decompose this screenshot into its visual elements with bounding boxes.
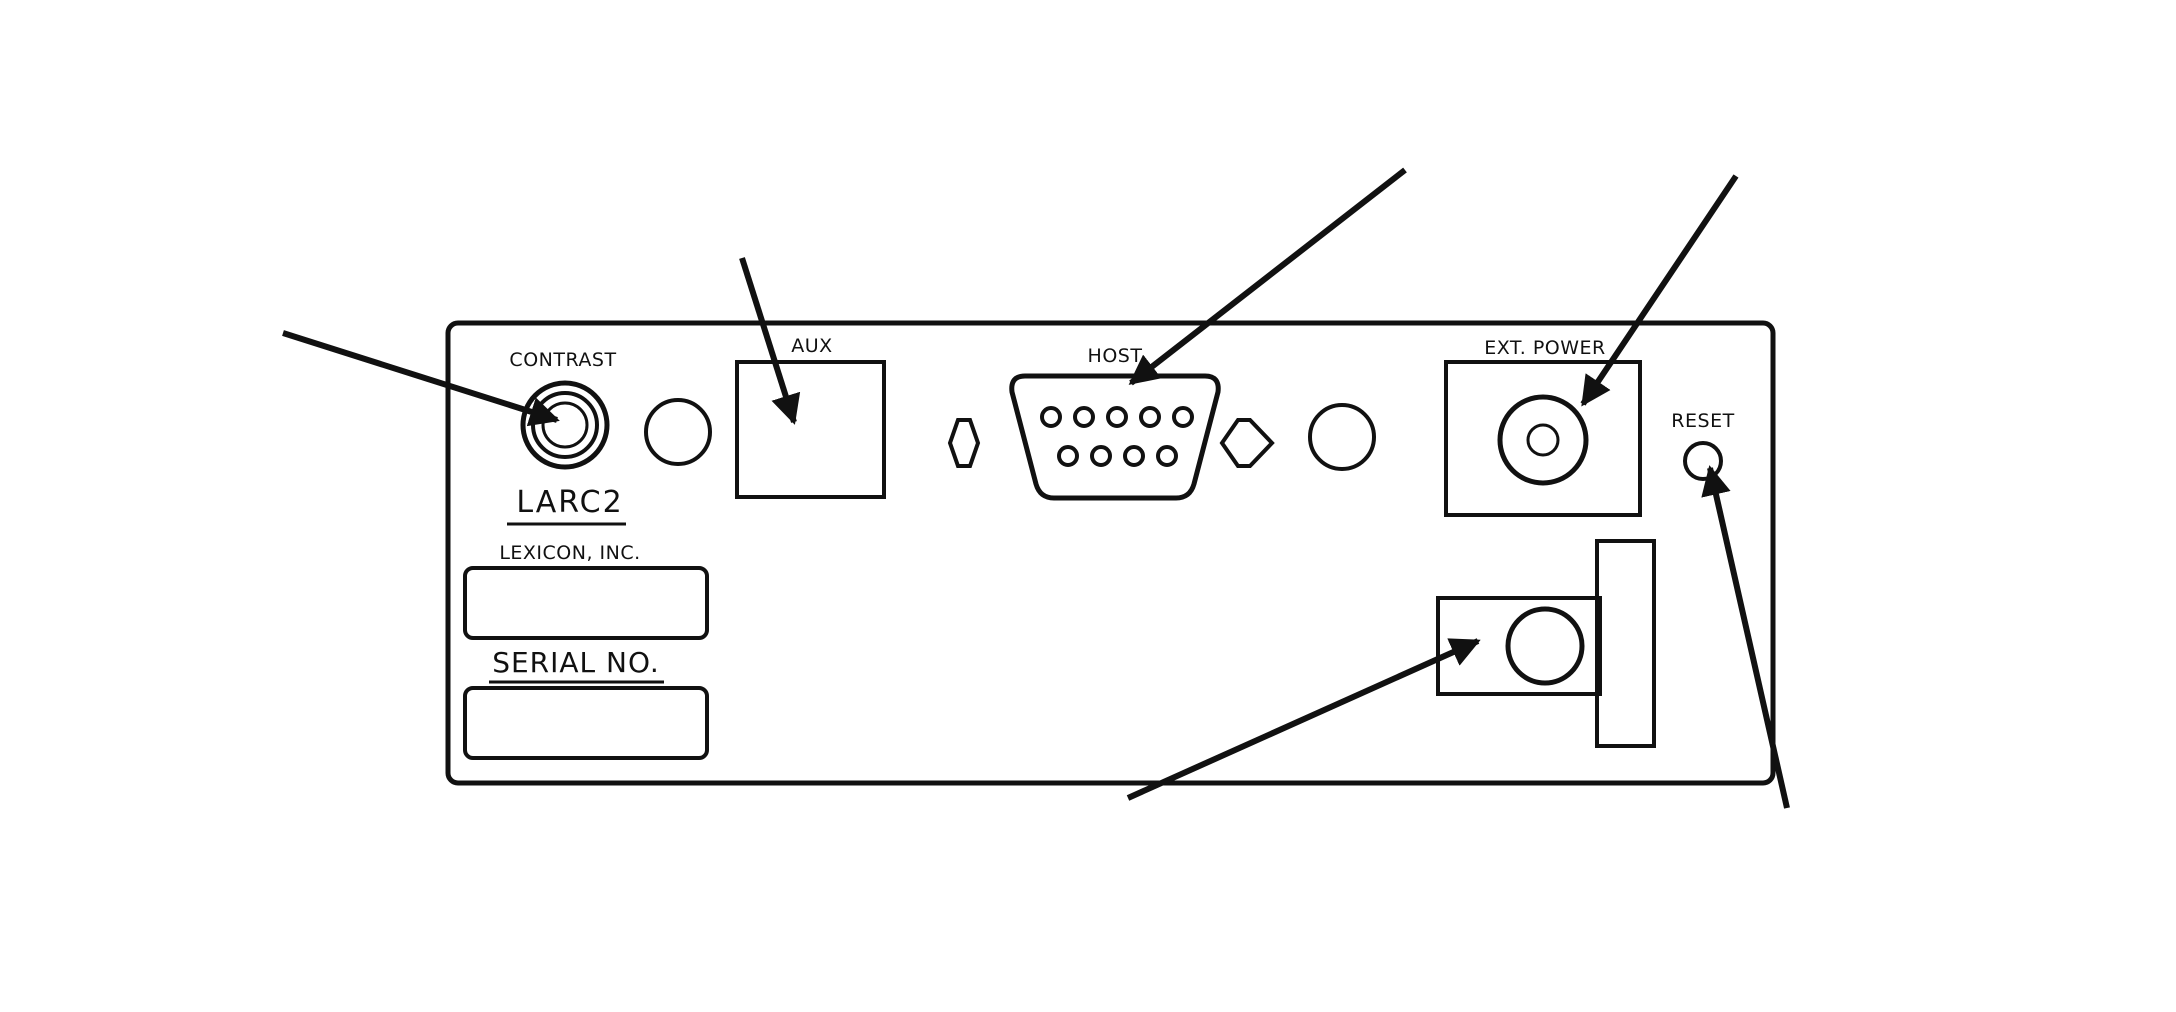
contrast-knob bbox=[520, 380, 610, 470]
callout-arrow-side-jack bbox=[1126, 638, 1481, 801]
maker-plate bbox=[463, 566, 709, 640]
device-panel bbox=[445, 320, 1776, 786]
aux-label: AUX bbox=[791, 335, 832, 357]
serial-plate bbox=[463, 686, 709, 760]
mounting-hole-left bbox=[644, 398, 712, 466]
maker-label: LEXICON, INC. bbox=[499, 542, 640, 564]
mounting-hole-right bbox=[1308, 403, 1376, 471]
aux-port bbox=[735, 360, 886, 499]
ext-power-label: EXT. POWER bbox=[1484, 337, 1606, 359]
ext-power-jack bbox=[1444, 360, 1642, 517]
contrast-label: CONTRAST bbox=[509, 349, 616, 371]
callout-arrow-contrast bbox=[282, 330, 560, 427]
host-db9-connector bbox=[947, 373, 1275, 501]
callout-arrow-aux bbox=[739, 257, 801, 425]
serial-label: SERIAL NO. bbox=[492, 646, 660, 679]
model-label: LARC2 bbox=[516, 485, 623, 520]
host-label: HOST bbox=[1088, 345, 1143, 367]
callout-arrow-host bbox=[1128, 167, 1407, 386]
reset-label: RESET bbox=[1671, 410, 1734, 432]
callout-arrow-reset bbox=[1701, 465, 1790, 809]
side-jack bbox=[1436, 539, 1656, 748]
callout-arrow-ext-power bbox=[1580, 174, 1739, 407]
